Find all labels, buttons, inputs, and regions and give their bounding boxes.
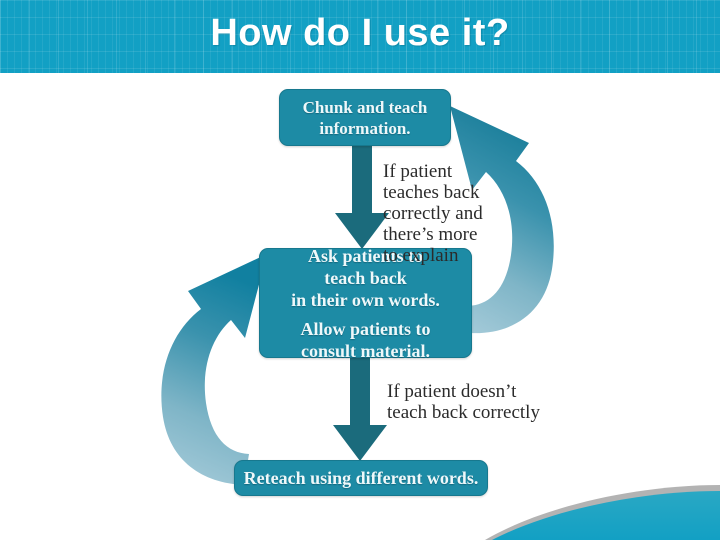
header-grid-pattern xyxy=(0,0,720,73)
box-line: Chunk and teach xyxy=(302,97,428,117)
condition-label-teaches-back-correctly: If patient teaches back correctly and th… xyxy=(383,161,563,266)
page-title: How do I use it? xyxy=(210,12,510,54)
box-line: Reteach using different words. xyxy=(243,468,479,488)
flow-box-chunk-and-teach[interactable]: Chunk and teach information. xyxy=(279,89,451,146)
flow-box-ask-patients-teach-back[interactable]: Ask patients to teach back in their own … xyxy=(259,245,472,361)
label-line: there’s more xyxy=(383,224,478,245)
label-line: teach back correctly xyxy=(387,402,540,423)
slide-header-banner: How do I use it? xyxy=(0,0,720,73)
box-line: information. xyxy=(319,118,411,138)
box-line: Allow patients to xyxy=(300,318,431,339)
arrow-ask-to-chunk-loop xyxy=(450,106,554,334)
arrow-chunk-to-ask xyxy=(335,145,389,249)
flow-box-reteach-different-words[interactable]: Reteach using different words. xyxy=(234,460,488,496)
arrow-ask-to-reteach xyxy=(333,357,387,461)
teach-back-flowchart: Chunk and teach information. Ask patient… xyxy=(0,73,720,540)
box-line: teach back xyxy=(324,267,407,288)
arrow-reteach-to-ask-loop xyxy=(161,254,267,485)
condition-label-does-not-teach-back: If patient doesn’t teach back correctly xyxy=(387,381,587,423)
box-line: in their own words. xyxy=(291,289,440,310)
label-line: correctly and xyxy=(383,203,483,224)
label-line: teaches back xyxy=(383,182,480,203)
box-line: Ask patients to xyxy=(307,245,423,266)
box-line: consult material. xyxy=(301,340,430,361)
label-line: If patient xyxy=(383,161,453,182)
bottom-swoosh-decoration xyxy=(485,485,720,540)
flowchart-graphics xyxy=(161,106,720,540)
label-line: If patient doesn’t xyxy=(387,381,517,402)
label-line: to explain xyxy=(383,245,459,266)
